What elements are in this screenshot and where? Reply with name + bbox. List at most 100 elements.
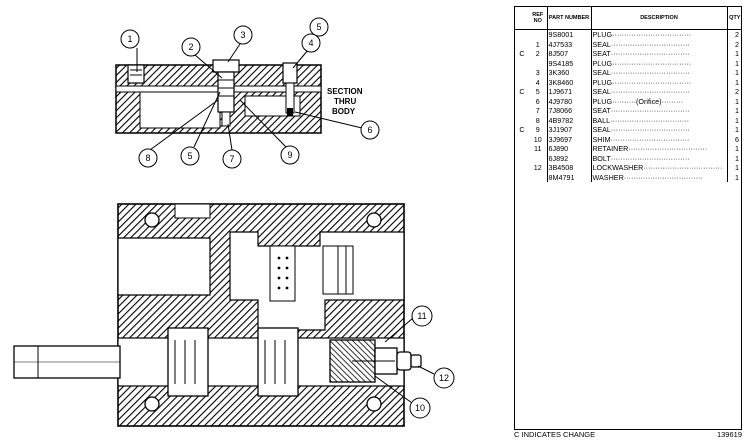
parts-list-table: REF NO PART NUMBER DESCRIPTION QTY 9S800… [514, 6, 742, 430]
ref-number: 7 [529, 106, 548, 116]
change-mark [515, 135, 529, 145]
change-mark [515, 154, 529, 164]
callout-10: 10 [415, 403, 425, 413]
description: BALL································· [591, 115, 728, 125]
leader-dots: ································· [610, 125, 690, 134]
leader-dots: ································· [610, 153, 690, 163]
description: BOLT································· [591, 153, 728, 163]
header-description: DESCRIPTION [591, 7, 728, 30]
change-mark [515, 40, 529, 50]
table-footer: C INDICATES CHANGE 139619 [514, 429, 742, 443]
quantity: 6 [735, 134, 739, 144]
callout-5-top: 5 [316, 22, 321, 32]
description: PLUG································· [591, 58, 728, 68]
description-text: WASHER [592, 172, 624, 182]
leader-dots: ································· [610, 134, 690, 144]
ref-number: 2 [529, 49, 548, 59]
leader-dots: ································· [612, 77, 692, 87]
description: LOCKWASHER······························… [591, 163, 728, 173]
change-mark [515, 68, 529, 78]
description: RETAINER································… [591, 144, 728, 154]
description: SEAT································· [591, 106, 728, 116]
leader-dots: ································· [610, 106, 690, 115]
quantity: 1 [735, 125, 739, 134]
leader-dots: ································· [610, 68, 690, 77]
quantity: 1 [735, 77, 739, 87]
description-text: SEAT [592, 49, 611, 58]
section-view-top [115, 59, 322, 134]
part-number: 6J892 [547, 153, 592, 163]
change-mark [515, 106, 529, 116]
description-text: PLUG [592, 58, 613, 68]
description-text: PLUG [592, 96, 613, 106]
ref-number: 11 [529, 144, 548, 154]
description-text: LOCKWASHER [592, 163, 644, 172]
callout-4: 4 [308, 38, 313, 48]
description: SEAT································· [591, 49, 728, 59]
quantity: 2 [735, 87, 739, 96]
description: SEAL································· [591, 125, 728, 135]
leader-dots: ································· [612, 30, 692, 39]
callout-9: 9 [287, 150, 292, 160]
callout-12: 12 [439, 373, 449, 383]
change-mark [515, 78, 529, 88]
callout-1: 1 [127, 34, 132, 44]
change-mark [515, 116, 529, 126]
description-text: SHIM [592, 134, 611, 144]
ref-number [529, 172, 548, 182]
header-part-number: PART NUMBER [547, 7, 592, 30]
part-number: 6J890 [547, 144, 592, 154]
ref-number: 9 [529, 125, 548, 135]
quantity: 1 [735, 49, 739, 58]
quantity: 2 [735, 30, 739, 39]
section-label-line2: THRU [334, 97, 356, 106]
ref-number: 5 [529, 87, 548, 97]
leader-dots: ································· [643, 163, 723, 172]
description: WASHER································· [591, 172, 728, 182]
table-header-row: REF NO PART NUMBER DESCRIPTION QTY [515, 7, 742, 30]
description-text: SEAL [592, 39, 611, 49]
ref-number [529, 58, 548, 68]
description: SEAL································· [591, 39, 728, 49]
header-qty: QTY [727, 7, 742, 30]
part-number: 8M4791 [547, 172, 592, 182]
description-text: SEAL [592, 125, 611, 134]
part-number: 3B4508 [547, 163, 592, 173]
description-text: BALL [592, 115, 611, 125]
part-number: 4J9780 [547, 96, 592, 106]
description: SEAL································· [591, 87, 728, 97]
ref-number: 12 [529, 163, 548, 173]
leader-dots: ·········· [612, 96, 637, 106]
description-text: SEAL [592, 68, 611, 77]
description-note: (Orifice) [636, 96, 662, 106]
change-mark: C [519, 49, 525, 58]
quantity: 1 [735, 96, 739, 106]
leader-dots: ········· [661, 96, 684, 106]
quantity: 1 [735, 106, 739, 115]
description: SHIM································· [591, 134, 728, 144]
part-number: 1J9671 [547, 87, 592, 97]
ref-number: 8 [529, 115, 548, 125]
callout-11: 11 [417, 311, 426, 321]
description: PLUG··········(Orifice)········· [591, 96, 728, 106]
ref-number: 1 [529, 39, 548, 49]
change-mark: C [519, 125, 525, 134]
description: PLUG································· [591, 77, 728, 87]
part-number: 3J9697 [547, 134, 592, 144]
change-mark [515, 173, 529, 183]
quantity: 2 [735, 39, 739, 49]
callout-3: 3 [240, 30, 245, 40]
ref-number: 6 [529, 96, 548, 106]
callouts-bottom: 11 12 10 [374, 305, 455, 419]
quantity: 1 [735, 68, 739, 77]
change-mark [515, 30, 529, 40]
callout-2: 2 [188, 42, 193, 52]
